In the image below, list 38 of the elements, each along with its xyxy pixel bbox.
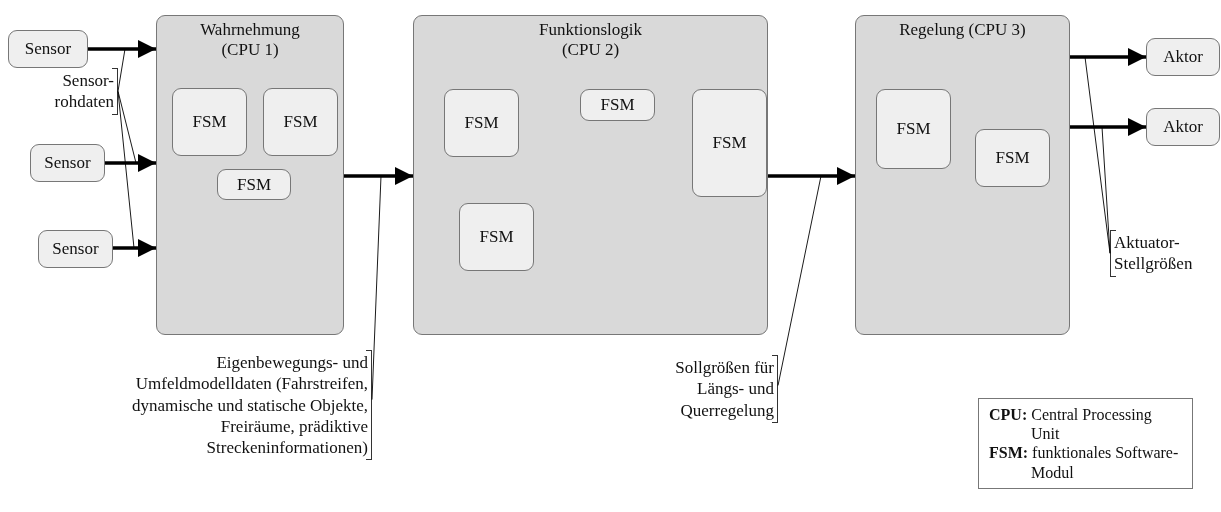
annotation-text: Aktuator- Stellgrößen <box>1110 230 1210 277</box>
arrow <box>88 40 156 58</box>
module-box: FSM <box>459 203 534 271</box>
legend-box <box>978 398 1193 489</box>
arrow <box>768 167 855 185</box>
legend-entry: FSM: funktionales Software-Modul <box>989 443 1180 482</box>
arrow <box>105 154 156 172</box>
leader-line <box>1101 126 1111 254</box>
sensor-box: Sensor <box>30 144 105 182</box>
module-box: FSM <box>692 89 767 197</box>
leader-line <box>777 175 822 386</box>
leader-line <box>371 175 382 401</box>
cpu-title: Funktionslogik (CPU 2) <box>538 20 643 61</box>
module-box: FSM <box>217 169 291 200</box>
arrow <box>1070 118 1146 136</box>
module-box: FSM <box>580 89 655 121</box>
cpu-box <box>156 15 344 335</box>
module-box: FSM <box>263 88 338 156</box>
cpu-title: Wahrnehmung (CPU 1) <box>199 20 301 61</box>
cpu-box <box>413 15 768 335</box>
sensor-box: Sensor <box>38 230 113 268</box>
module-box: FSM <box>172 88 247 156</box>
cpu-box <box>855 15 1070 335</box>
sensor-box: Sensor <box>8 30 88 68</box>
arrow <box>1070 48 1146 66</box>
leader-line <box>117 48 126 92</box>
annotation-text: Sollgrößen für Längs- und Querregelung <box>664 355 778 423</box>
leader-line <box>117 90 135 249</box>
actuator-box: Aktor <box>1146 108 1220 146</box>
annotation-text: Eigenbewegungs- und Umfeldmodelldaten (Fahrstreifen, dynamische und statische Objekte, Freiräume, prädiktive Streckeninformationen) <box>92 350 372 461</box>
arrow <box>113 239 156 257</box>
module-box: FSM <box>876 89 951 169</box>
module-box: FSM <box>975 129 1050 187</box>
arrow <box>344 167 413 185</box>
module-box: FSM <box>444 89 519 157</box>
annotation-text: Sensor- rohdaten <box>32 68 118 115</box>
cpu-title: Regelung (CPU 3) <box>898 20 1027 41</box>
actuator-box: Aktor <box>1146 38 1220 76</box>
